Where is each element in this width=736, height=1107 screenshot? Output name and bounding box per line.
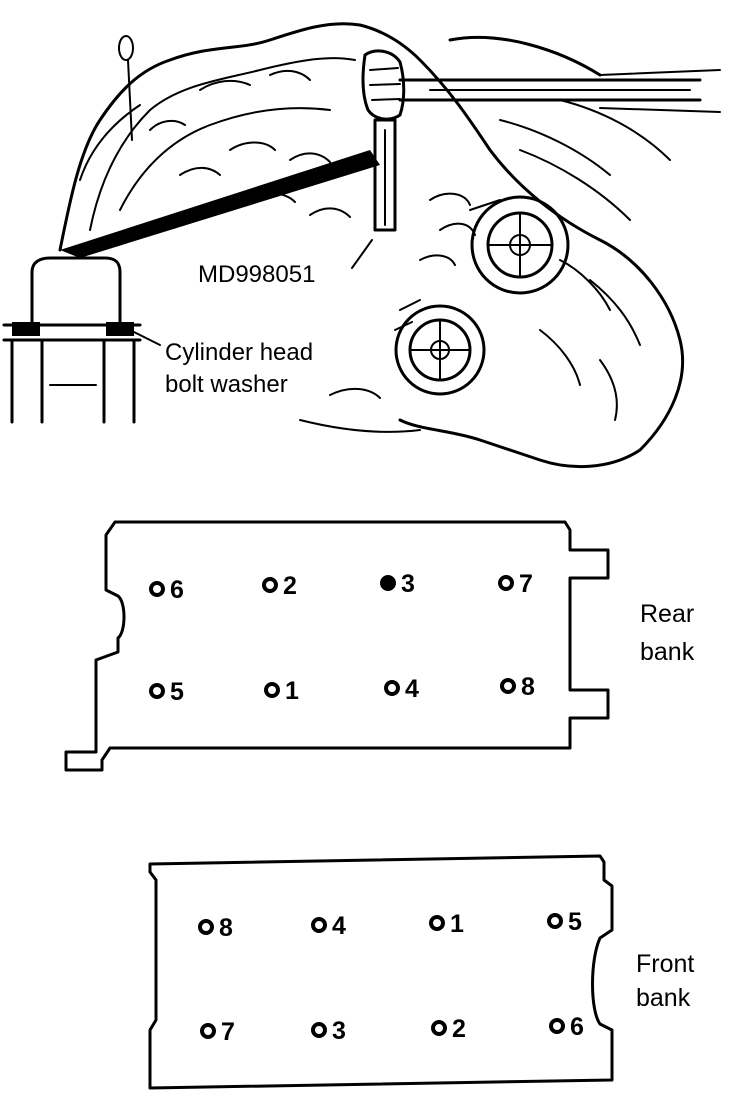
- front-bolt-number: 6: [570, 1013, 584, 1041]
- front-bolt-number: 1: [450, 910, 464, 938]
- washer-label-line1: Cylinder head: [165, 339, 313, 366]
- tool-number-label: MD998051: [198, 261, 315, 288]
- rear-bolt-number: 2: [283, 572, 297, 600]
- rear-bolt-number: 6: [170, 576, 184, 604]
- bolt-hole: [498, 575, 514, 591]
- rear-bolt-number: 8: [521, 673, 535, 701]
- bolt-hole: [149, 581, 165, 597]
- bolt-hole: [149, 683, 165, 699]
- tool-leader-line: [351, 239, 373, 269]
- bolt-hole: [431, 1020, 447, 1036]
- bolt-hole: [264, 682, 280, 698]
- washer-inset: [2, 256, 142, 424]
- rear-bolt-number: 1: [285, 677, 299, 705]
- front-bolt-number: 3: [332, 1017, 346, 1045]
- bolt-hole: [311, 917, 327, 933]
- washer-right: [106, 322, 134, 336]
- bolt-hole: [311, 1022, 327, 1038]
- rear-bank-head-outline: [64, 520, 610, 772]
- bolt-hole: [380, 575, 396, 591]
- rear-bank-label-line2: bank: [640, 638, 695, 666]
- front-bank-label-line1: Front: [636, 950, 694, 978]
- bolt-hole: [198, 919, 214, 935]
- front-bolt-number: 8: [219, 914, 233, 942]
- rear-bank-bolt-group: 6 2 3 7 5 1 4 8: [149, 570, 535, 706]
- washer-leader-line: [133, 331, 161, 346]
- rear-bolt-number: 5: [170, 678, 184, 706]
- front-bolt-number: 7: [221, 1018, 235, 1046]
- front-bolt-number: 2: [452, 1015, 466, 1043]
- front-bolt-number: 4: [332, 912, 346, 940]
- head-gasket-shape: [60, 150, 380, 258]
- bolt-hole: [549, 1018, 565, 1034]
- rear-bolt-number: 7: [519, 570, 533, 598]
- bolt-hole: [547, 913, 563, 929]
- rear-bolt-number: 3: [401, 570, 415, 598]
- front-bank-head-outline: [148, 854, 614, 1090]
- engine-illustration: [58, 22, 721, 468]
- bolt-hole: [262, 577, 278, 593]
- washer-label-line2: bolt washer: [165, 371, 288, 398]
- front-bank-label-line2: bank: [636, 984, 691, 1012]
- washer-left: [12, 322, 40, 336]
- rear-bank-label-line1: Rear: [640, 600, 694, 628]
- bolt-hole: [200, 1023, 216, 1039]
- bolt-hole: [500, 678, 516, 694]
- bolt-hole: [429, 915, 445, 931]
- rear-bolt-number: 4: [405, 675, 419, 703]
- bolt-hole: [384, 680, 400, 696]
- front-bank-bolt-group: 8 4 1 5 7 3 2 6: [198, 908, 584, 1046]
- front-bolt-number: 5: [568, 908, 582, 936]
